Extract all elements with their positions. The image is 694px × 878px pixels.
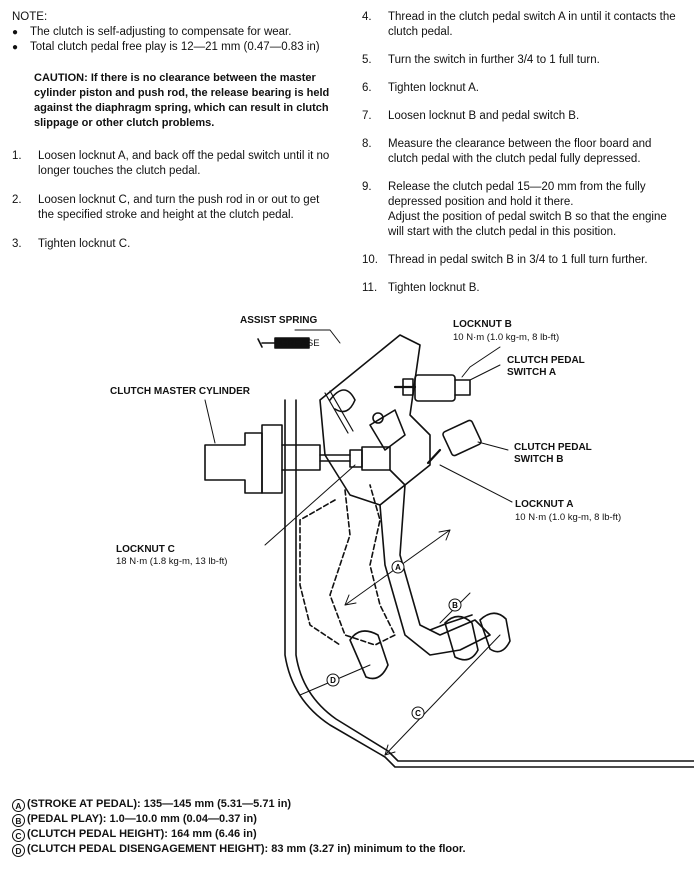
legend-text: (CLUTCH PEDAL DISENGAGEMENT HEIGHT): 83 …	[27, 843, 466, 855]
step-11: 11. Tighten locknut B.	[362, 281, 684, 296]
step-text: Measure the clearance between the floor …	[388, 138, 652, 165]
legend-text: (PEDAL PLAY): 1.0—10.0 mm (0.04—0.37 in)	[27, 813, 257, 825]
step-number: 8.	[362, 138, 372, 150]
marker-b-circle	[448, 598, 462, 612]
master-cylinder	[204, 432, 263, 494]
pedal-pad	[444, 615, 479, 661]
step-text-continued: Adjust the position of pedal switch B so…	[388, 211, 667, 238]
grease-gun-icon	[257, 337, 310, 349]
marker-d: D	[330, 676, 336, 685]
step-7: 7. Loosen locknut B and pedal switch B.	[362, 109, 684, 124]
step-number: 5.	[362, 54, 372, 66]
step-text: Release the clutch pedal 15—20 mm from t…	[388, 181, 646, 208]
step-10: 10. Thread in pedal switch B in 3/4 to 1 …	[362, 253, 684, 268]
step-number: 2.	[12, 194, 22, 206]
step-2: 2. Loosen locknut C, and turn the push ro…	[12, 193, 334, 223]
step-1: 1. Loosen locknut A, and back off the ped…	[12, 149, 334, 179]
caution-text: CAUTION: If there is no clearance betwee…	[34, 72, 330, 129]
note-bullet: The clutch is self-adjusting to compensa…	[12, 25, 334, 40]
step-9: 9. Release the clutch pedal 15—20 mm from…	[362, 180, 684, 240]
switch-a-label-line2: SWITCH A	[507, 367, 556, 378]
master-cylinder-label: CLUTCH MASTER CYLINDER	[110, 386, 251, 397]
step-text: Thread in pedal switch B in 3/4 to 1 ful…	[388, 254, 648, 266]
step-number: 1.	[12, 150, 22, 162]
switch-b-label-line1: CLUTCH PEDAL	[514, 442, 592, 453]
step-number: 4.	[362, 11, 372, 23]
right-column: 4. Thread in the clutch pedal switch A in…	[362, 10, 684, 309]
legend-marker: D	[12, 844, 25, 857]
step-number: 10.	[362, 254, 378, 266]
legend-marker: A	[12, 799, 25, 812]
locknut-a-label: LOCKNUT A	[515, 499, 574, 510]
locknut-c-label: LOCKNUT C	[116, 544, 175, 555]
marker-a: A	[395, 563, 401, 572]
step-text: Tighten locknut B.	[388, 282, 480, 294]
switch-b-label-line2: SWITCH B	[514, 454, 563, 465]
locknut-b-label: LOCKNUT B	[453, 319, 512, 330]
marker-a-circle	[391, 560, 405, 574]
legend-item-a: A(STROKE AT PEDAL): 135—145 mm (5.31—5.7…	[12, 797, 682, 812]
marker-c-circle	[411, 706, 425, 720]
marker-b: B	[452, 601, 458, 610]
switch-a-label-line1: CLUTCH PEDAL	[507, 355, 585, 366]
clutch-pedal-diagram: A B C D ASSIST SPRING GREASE LOCKNUT B 1…	[110, 315, 694, 768]
legend-text: (STROKE AT PEDAL): 135—145 mm (5.31—5.71…	[27, 798, 292, 810]
depressed-pedal-outline	[329, 484, 396, 646]
legend-text: (CLUTCH PEDAL HEIGHT): 164 mm (6.46 in)	[27, 828, 257, 840]
pedal-pad	[349, 630, 389, 680]
grease-label: GREASE	[280, 338, 320, 349]
step-5: 5. Turn the switch in further 3/4 to 1 fu…	[362, 53, 684, 68]
marker-d-circle	[326, 673, 340, 687]
note-title: NOTE:	[12, 11, 48, 23]
dimension-markers: A B C D	[326, 560, 462, 720]
legend-item-b: B(PEDAL PLAY): 1.0—10.0 mm (0.04—0.37 in…	[12, 812, 682, 827]
legend-marker: B	[12, 814, 25, 827]
locknut-c-torque: 18 N·m (1.8 kg-m, 13 lb-ft)	[116, 556, 227, 567]
step-text: Tighten locknut C.	[38, 238, 131, 250]
dimension-legend: A(STROKE AT PEDAL): 135—145 mm (5.31—5.7…	[12, 797, 682, 857]
pedal-bracket	[319, 334, 431, 506]
locknut-b-torque: 10 N·m (1.0 kg-m, 8 lb-ft)	[453, 332, 559, 343]
clutch-switch-a	[414, 374, 456, 402]
step-number: 11.	[362, 282, 378, 294]
note-bullet: Total clutch pedal free play is 12—21 mm…	[12, 40, 334, 55]
step-number: 3.	[12, 238, 22, 250]
step-number: 9.	[362, 181, 372, 193]
step-text: Loosen locknut B and pedal switch B.	[388, 110, 580, 122]
step-text: Loosen locknut C, and turn the push rod …	[38, 194, 320, 221]
locknut-a-torque: 10 N·m (1.0 kg-m, 8 lb-ft)	[515, 512, 621, 523]
step-number: 6.	[362, 82, 372, 94]
step-text: Tighten locknut A.	[388, 82, 479, 94]
step-text: Turn the switch in further 3/4 to 1 full…	[388, 54, 600, 66]
step-3: 3. Tighten locknut C.	[12, 237, 334, 252]
step-4: 4. Thread in the clutch pedal switch A in…	[362, 10, 684, 40]
legend-item-c: C(CLUTCH PEDAL HEIGHT): 164 mm (6.46 in)	[12, 827, 682, 842]
legend-marker: C	[12, 829, 25, 842]
step-8: 8. Measure the clearance between the floo…	[362, 137, 684, 167]
floor-board	[284, 399, 694, 768]
step-text: Loosen locknut A, and back off the pedal…	[38, 150, 330, 177]
legend-item-d: D(CLUTCH PEDAL DISENGAGEMENT HEIGHT): 83…	[12, 842, 682, 857]
marker-c: C	[415, 709, 421, 718]
assist-spring-label: ASSIST SPRING	[240, 315, 317, 326]
step-text: Thread in the clutch pedal switch A in u…	[388, 11, 676, 38]
step-number: 7.	[362, 110, 372, 122]
locknut-c	[349, 449, 363, 468]
dimension-c-line	[384, 634, 501, 756]
left-column: NOTE: The clutch is self-adjusting to co…	[12, 10, 334, 266]
clutch-switch-b	[442, 419, 482, 457]
step-6: 6. Tighten locknut A.	[362, 81, 684, 96]
